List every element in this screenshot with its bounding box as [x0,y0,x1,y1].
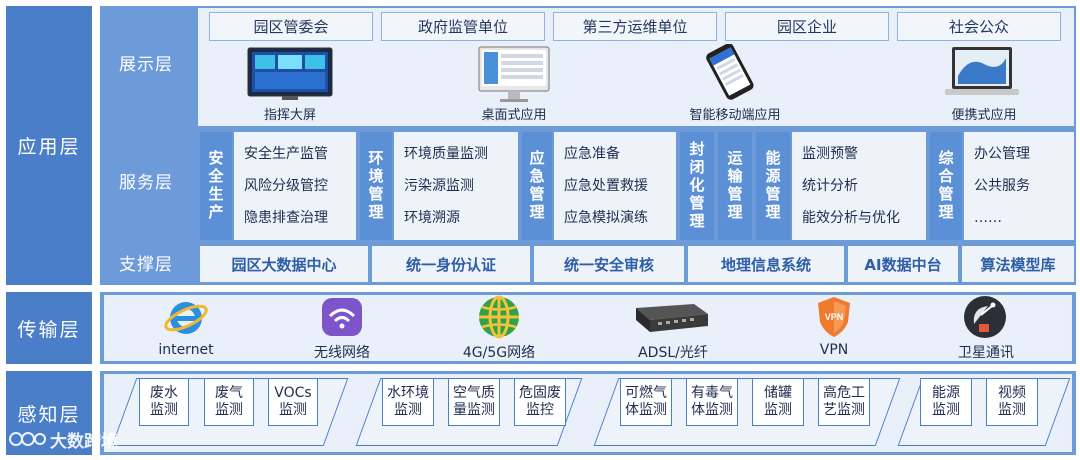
watermark: 大数跨境 [8,424,158,454]
service-title: 安全生产 [200,132,232,240]
service-list: 应急准备 应急处置救援 应急模拟演练 [554,132,676,240]
command-screen-icon [247,47,333,100]
sublayer-display-label: 展示层 [119,54,173,75]
service-item: 应急处置救援 [564,178,648,194]
wifi-icon [322,298,362,336]
transport-caption: 卫星通讯 [958,345,1014,361]
transport-caption: 无线网络 [314,345,370,361]
audience-tile: 社会公众 [897,12,1061,41]
sensor-tile: 能源 监测 [920,378,972,426]
service-item: 风险分级管控 [244,178,328,194]
service-item: 环境质量监测 [404,146,488,162]
service-item: 应急准备 [564,146,620,162]
sensor-tile: 废气 监测 [204,378,254,426]
service-item: 公共服务 [974,178,1030,194]
audience-tile: 园区企业 [725,12,889,41]
transport-caption: VPN [819,342,849,358]
service-item: 监测预警 [802,146,858,162]
service-title: 能源管理 [756,132,790,240]
service-list: 监测预警 统计分析 能效分析与优化 [792,132,926,240]
service-item: 应急模拟演练 [564,210,648,226]
support-tile: 统一身份认证 [372,246,530,282]
satellite-dish-icon [964,296,1006,338]
support-tile: 地理信息系统 [688,246,844,282]
sensor-tile: 可燃气 体监测 [620,378,672,426]
display-caption: 便携式应用 [951,108,1017,123]
internet-explorer-icon [164,302,208,334]
audience-tile: 政府监管单位 [381,12,545,41]
service-list: 办公管理 公共服务 …… [964,132,1074,240]
globe-network-icon [479,295,519,339]
mobile-phone-icon [706,44,754,100]
service-item: 污染源监测 [404,178,474,194]
service-list: 环境质量监测 污染源监测 环境溯源 [394,132,518,240]
service-item: 统计分析 [802,178,858,194]
support-tile: AI数据中台 [848,246,958,282]
watermark-text: 大数跨境 [50,431,118,452]
sensor-tile: 危固废 监控 [514,378,566,426]
service-title: 封闭化管理 [680,132,714,240]
transport-caption: 4G/5G网络 [462,345,536,361]
service-item: 环境溯源 [404,210,460,226]
sensor-tile: VOCs 监测 [268,378,318,426]
service-item: 安全生产监管 [244,146,328,162]
transport-area [104,295,1072,361]
service-title: 运输管理 [718,132,752,240]
sensor-tile: 水环境 监测 [382,378,434,426]
service-title: 应急管理 [522,132,552,240]
laptop-icon [945,47,1019,95]
service-item: …… [974,210,1002,226]
service-item: 隐患排查治理 [244,210,328,226]
audience-tile: 第三方运维单位 [553,12,717,41]
support-tile: 算法模型库 [962,246,1074,282]
display-caption: 指挥大屏 [263,108,316,123]
watermark-logo-icon [9,432,46,446]
vpn-shield-icon: VPN [818,297,850,337]
transport-caption: ADSL/光纤 [638,345,708,361]
desktop-monitor-icon [478,46,550,102]
layer-app-label: 应用层 [6,6,92,285]
service-list: 安全生产监管 风险分级管控 隐患排查治理 [234,132,356,240]
service-title: 综合管理 [930,132,962,240]
display-caption: 智能移动端应用 [689,108,781,123]
service-title: 环境管理 [360,132,392,240]
support-tile: 统一安全审核 [534,246,684,282]
sensor-tile: 高危工 艺监测 [818,378,870,426]
sensor-tile: 储罐 监测 [752,378,804,426]
layer-sense-label: 感知层 [6,371,92,455]
sensor-tile: 废水 监测 [139,378,189,426]
support-tile: 园区大数据中心 [200,246,368,282]
router-device-icon [636,304,708,332]
sensor-tile: 空气质 量监测 [448,378,500,426]
service-item: 能效分析与优化 [802,210,900,226]
transport-caption: internet [158,342,214,358]
svg-text:VPN: VPN [825,312,844,322]
sublayer-service-label: 服务层 [119,172,173,193]
sublayer-support-label: 支撑层 [119,254,173,275]
sensor-tile: 有毒气 体监测 [686,378,738,426]
audience-tile: 园区管委会 [209,12,373,41]
display-caption: 桌面式应用 [481,108,547,123]
sensor-tile: 视频 监测 [986,378,1038,426]
service-item: 办公管理 [974,146,1030,162]
layer-transport-label: 传输层 [6,292,92,364]
